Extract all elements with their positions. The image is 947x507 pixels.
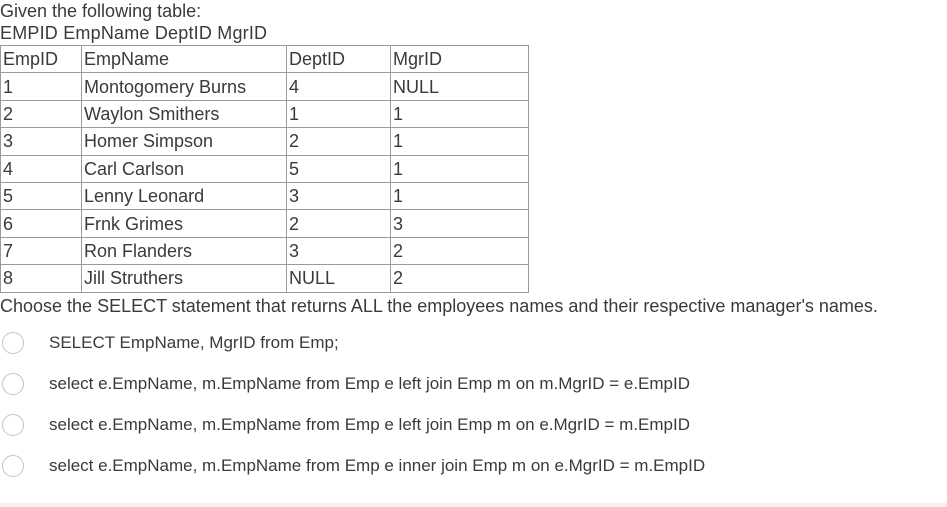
cell-deptid: 1 — [286, 99, 391, 129]
cell-empid: 6 — [0, 209, 82, 238]
answer-option-label: select e.EmpName, m.EmpName from Emp e i… — [49, 456, 706, 475]
cell-empid: 7 — [0, 236, 82, 266]
cell-empname: Homer Simpson — [81, 127, 287, 156]
cell-empid: 5 — [0, 181, 82, 211]
cell-empname: Jill Struthers — [81, 264, 287, 293]
cell-mgrid: 1 — [390, 154, 529, 183]
column-header-empname: EmpName — [81, 44, 287, 74]
table-row: 2 Waylon Smithers 1 1 — [0, 99, 529, 129]
column-header-deptid: DeptID — [286, 44, 391, 74]
cell-deptid: NULL — [286, 264, 391, 293]
cell-deptid: 3 — [286, 181, 391, 211]
employee-table: EmpID EmpName DeptID MgrID 1 Montogomery… — [0, 44, 529, 293]
answer-option-1[interactable]: SELECT EmpName, MgrID from Emp; — [0, 329, 339, 357]
cell-empid: 3 — [0, 127, 82, 156]
cell-mgrid: NULL — [390, 72, 529, 101]
cell-mgrid: 1 — [390, 127, 529, 156]
cell-empname: Frnk Grimes — [81, 209, 287, 238]
radio-button-3[interactable] — [2, 414, 24, 436]
table-header-row: EmpID EmpName DeptID MgrID — [0, 44, 529, 74]
answer-option-2[interactable]: select e.EmpName, m.EmpName from Emp e l… — [0, 370, 690, 398]
bottom-divider — [0, 503, 947, 507]
cell-deptid: 4 — [286, 72, 391, 101]
answer-option-3[interactable]: select e.EmpName, m.EmpName from Emp e l… — [0, 411, 690, 439]
cell-empname: Lenny Leonard — [81, 181, 287, 211]
cell-empid: 4 — [0, 154, 82, 183]
table-row: 5 Lenny Leonard 3 1 — [0, 181, 529, 211]
radio-button-4[interactable] — [2, 455, 24, 477]
answer-option-label: select e.EmpName, m.EmpName from Emp e l… — [49, 415, 690, 434]
cell-empid: 1 — [0, 72, 82, 101]
table-row: 4 Carl Carlson 5 1 — [0, 154, 529, 183]
cell-empid: 8 — [0, 264, 82, 293]
column-header-mgrid: MgrID — [390, 44, 529, 74]
cell-deptid: 2 — [286, 209, 391, 238]
cell-mgrid: 1 — [390, 99, 529, 129]
cell-empname: Montogomery Burns — [81, 72, 287, 101]
radio-button-2[interactable] — [2, 373, 24, 395]
answer-option-label: SELECT EmpName, MgrID from Emp; — [49, 333, 339, 352]
table-row: 1 Montogomery Burns 4 NULL — [0, 72, 529, 101]
radio-button-1[interactable] — [2, 332, 24, 354]
cell-mgrid: 1 — [390, 181, 529, 211]
column-header-empid: EmpID — [0, 44, 82, 74]
answer-option-4[interactable]: select e.EmpName, m.EmpName from Emp e i… — [0, 452, 705, 480]
table-row: 8 Jill Struthers NULL 2 — [0, 264, 529, 293]
cell-mgrid: 2 — [390, 264, 529, 293]
table-row: 3 Homer Simpson 2 1 — [0, 127, 529, 156]
intro-text: Given the following table: — [0, 1, 202, 21]
answer-option-label: select e.EmpName, m.EmpName from Emp e l… — [49, 374, 690, 393]
cell-mgrid: 2 — [390, 236, 529, 266]
cell-deptid: 3 — [286, 236, 391, 266]
table-row: 6 Frnk Grimes 2 3 — [0, 209, 529, 238]
cell-mgrid: 3 — [390, 209, 529, 238]
cell-empname: Ron Flanders — [81, 236, 287, 266]
table-column-caption: EMPID EmpName DeptID MgrID — [0, 23, 268, 43]
cell-empname: Waylon Smithers — [81, 99, 287, 129]
cell-deptid: 2 — [286, 127, 391, 156]
table-row: 7 Ron Flanders 3 2 — [0, 236, 529, 266]
cell-empid: 2 — [0, 99, 82, 129]
cell-deptid: 5 — [286, 154, 391, 183]
cell-empname: Carl Carlson — [81, 154, 287, 183]
question-text: Choose the SELECT statement that returns… — [0, 296, 878, 316]
